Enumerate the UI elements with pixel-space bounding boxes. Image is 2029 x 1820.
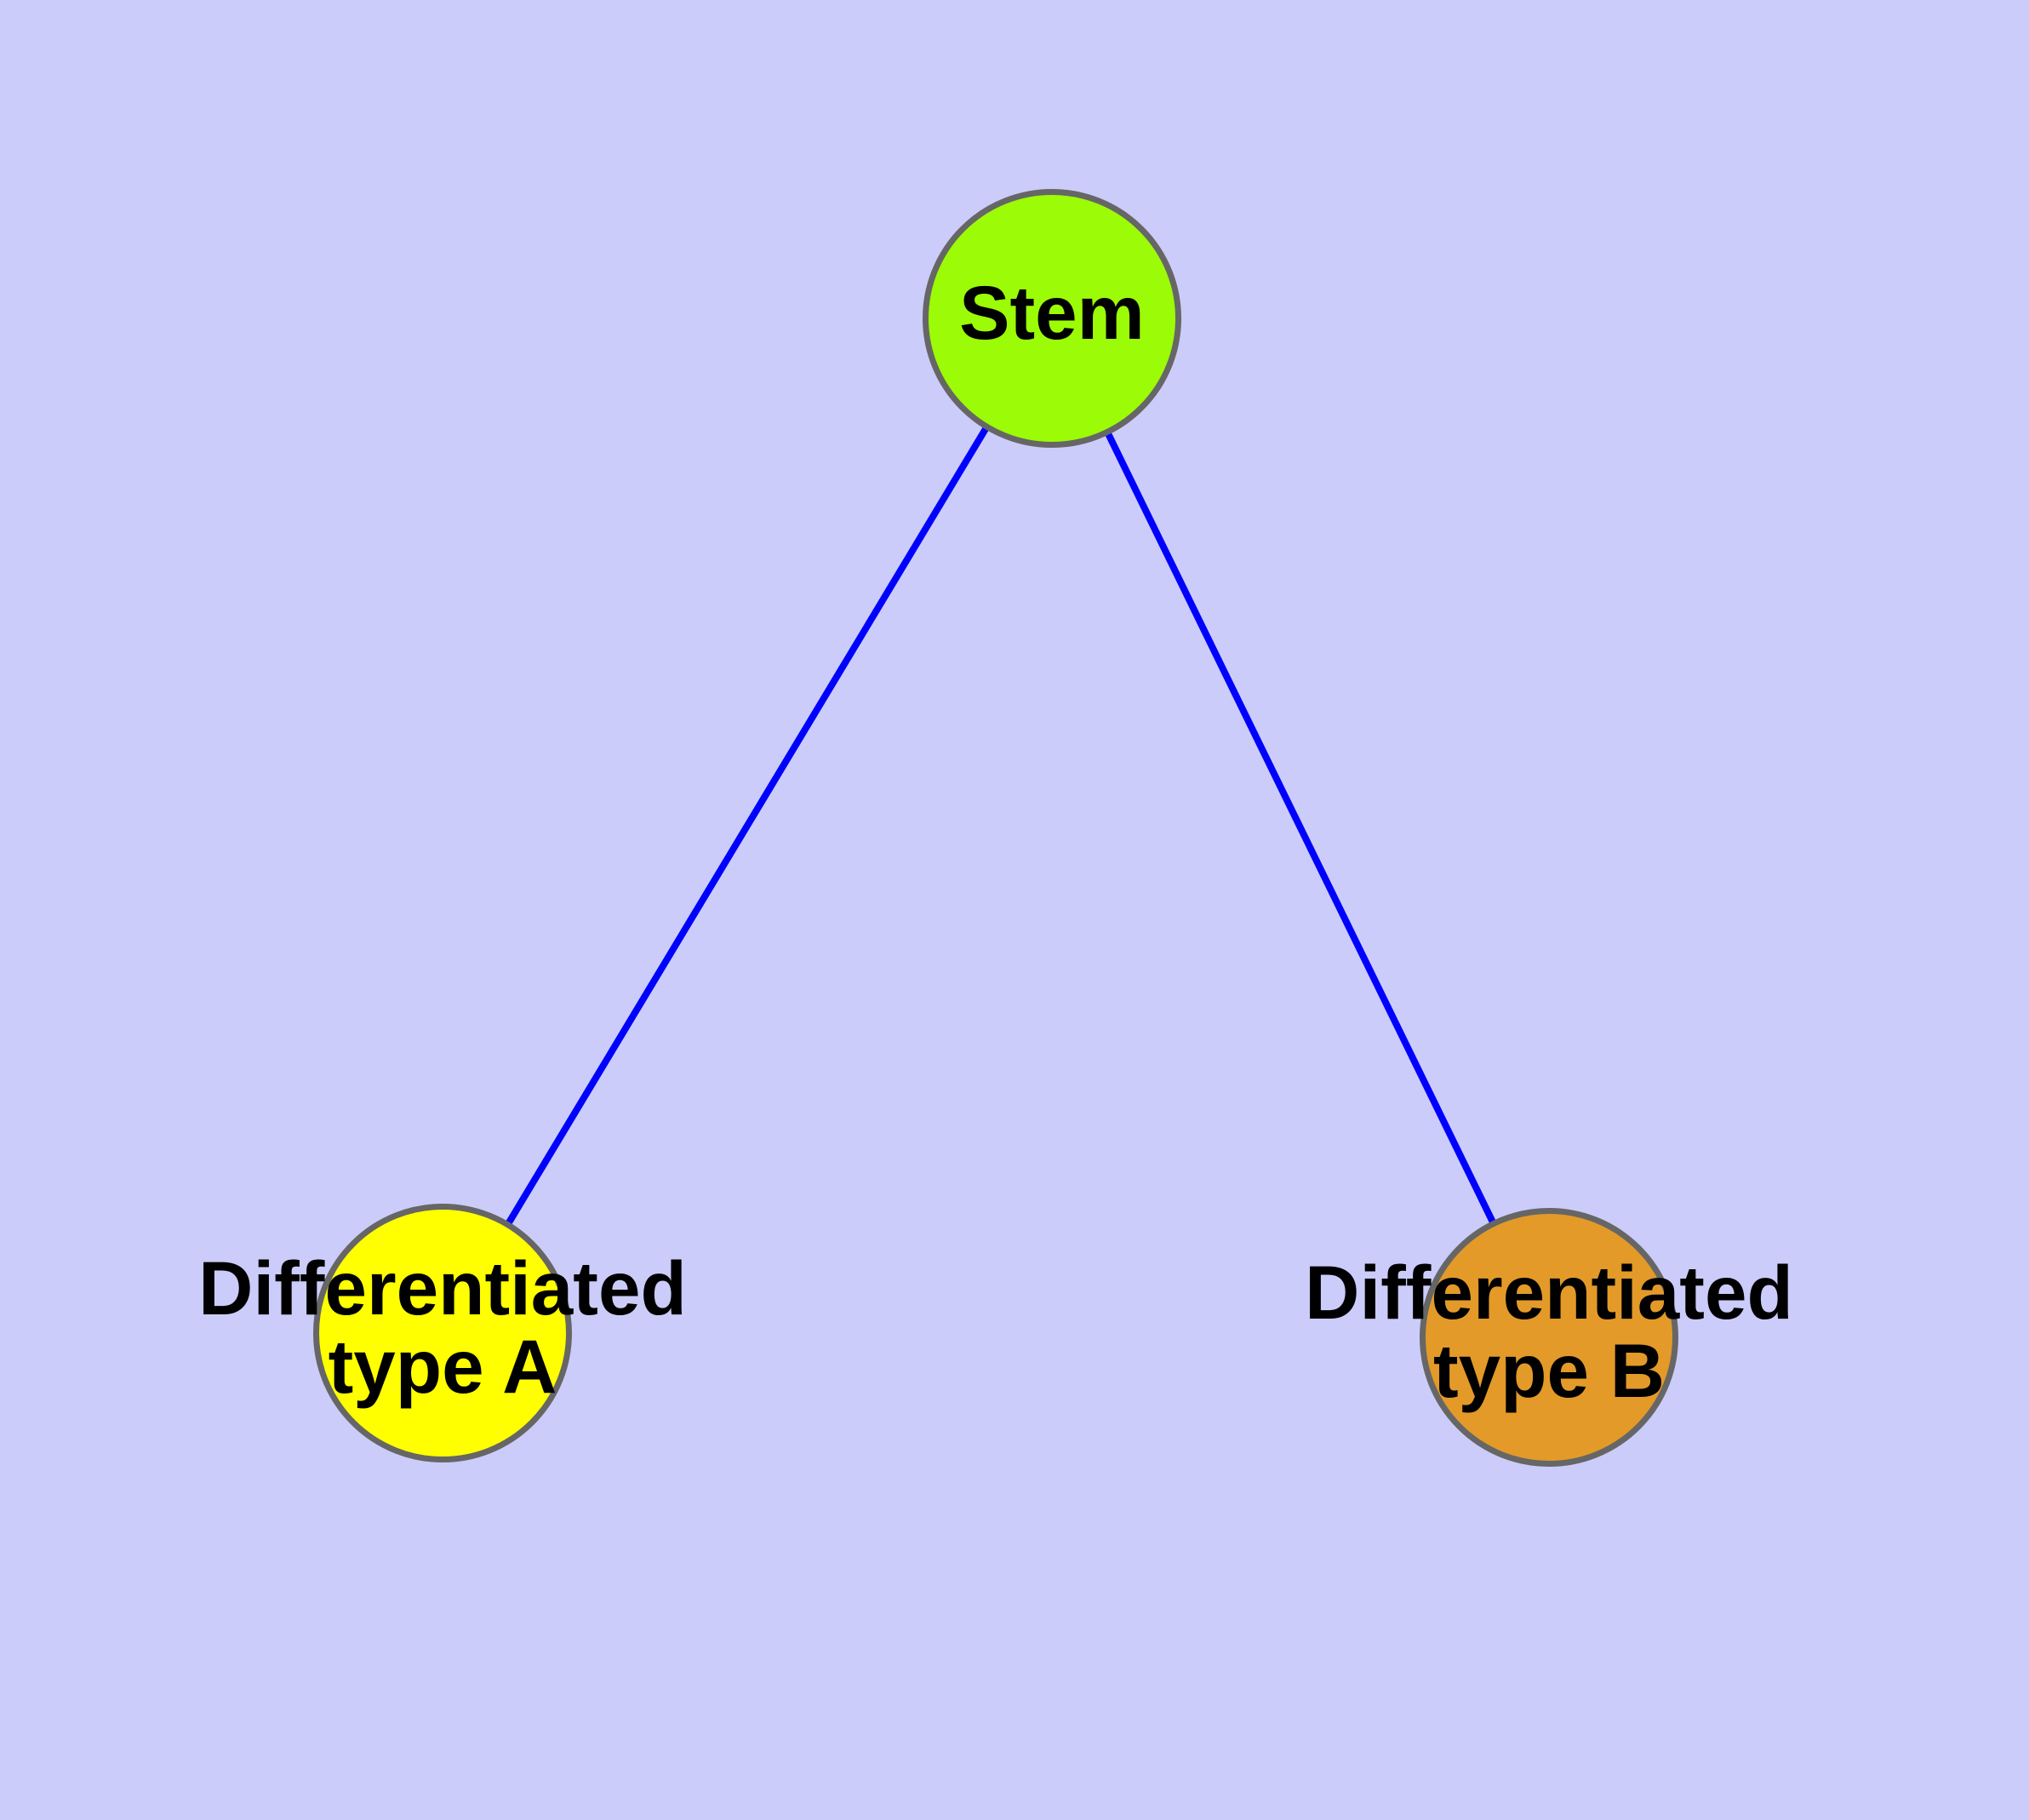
node-diff_a[interactable]	[313, 1204, 572, 1462]
edge-stem-to-b	[1105, 432, 1496, 1224]
node-diff_b[interactable]	[1420, 1208, 1678, 1467]
node-label-line: Differentiated	[1305, 1250, 1793, 1335]
nodes-layer	[313, 189, 1678, 1467]
node-label-line: type A	[329, 1324, 557, 1409]
edges-layer	[505, 426, 1496, 1226]
node-stem[interactable]	[923, 189, 1181, 448]
node-label-line: Stem	[959, 270, 1145, 355]
node-label-line: Differentiated	[198, 1245, 687, 1331]
node-label-line: type B	[1433, 1328, 1665, 1413]
edge-stem-to-a	[505, 426, 990, 1226]
node-label-stem: Stem	[959, 270, 1145, 355]
